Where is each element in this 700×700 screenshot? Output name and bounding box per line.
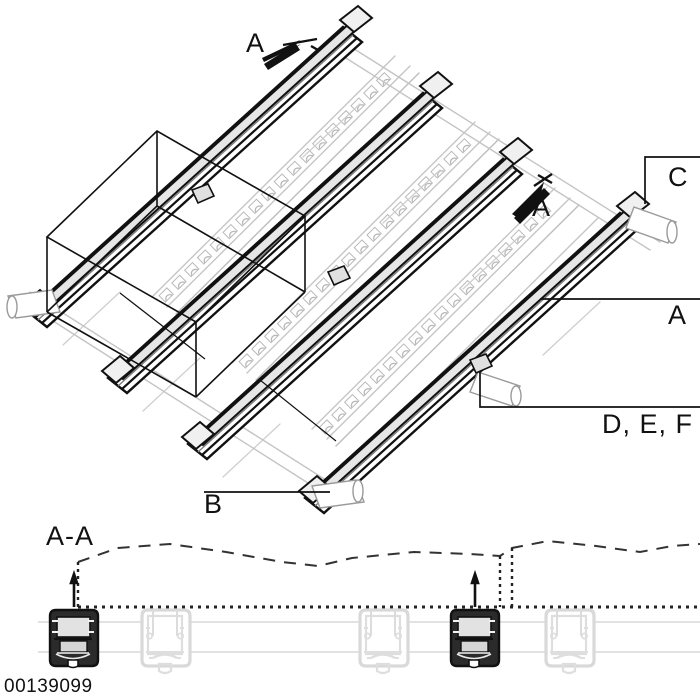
section-arrow-label-a-top: A xyxy=(246,28,265,58)
main-rail-2 xyxy=(100,70,454,395)
callout-label-a-right: A xyxy=(668,300,687,330)
section-arrow-marker-a-top: A xyxy=(246,28,319,70)
detail-leader-lines xyxy=(119,292,337,442)
isometric-assembly-view: A A C A D, E, F B xyxy=(6,4,700,519)
section-view-title: A-A xyxy=(46,521,94,551)
section-profile-bold-2 xyxy=(449,569,501,669)
break-contour-line xyxy=(77,539,700,568)
section-profile-faint-2 xyxy=(358,608,410,675)
callout-b: B xyxy=(204,489,330,519)
shaft-end-bottom xyxy=(311,479,365,509)
callout-label-def: D, E, F xyxy=(602,409,693,439)
shaft-end-def xyxy=(469,371,522,407)
callout-c: C xyxy=(644,156,700,204)
section-profile-faint-1 xyxy=(140,608,192,675)
callout-def: D, E, F xyxy=(479,372,700,439)
section-arrow-marker-a-mid: A xyxy=(512,173,553,224)
section-arrow-label-a-mid: A xyxy=(532,192,551,222)
shaft-ends-group xyxy=(6,206,678,509)
callout-label-c: C xyxy=(668,162,689,192)
section-profile-faint-3 xyxy=(544,608,596,675)
callout-label-b: B xyxy=(204,489,223,519)
carriage-blocks xyxy=(190,182,494,375)
drawing-id-number: 00139099 xyxy=(4,676,93,697)
callout-a-right: A xyxy=(540,298,700,330)
shaft-end-right xyxy=(625,206,678,244)
workpiece-outline-box xyxy=(45,130,307,398)
section-profile-bold-1 xyxy=(48,569,100,669)
section-view-a-a: A-A xyxy=(38,521,700,675)
cross-members xyxy=(62,103,601,478)
main-rail-3 xyxy=(180,136,534,461)
